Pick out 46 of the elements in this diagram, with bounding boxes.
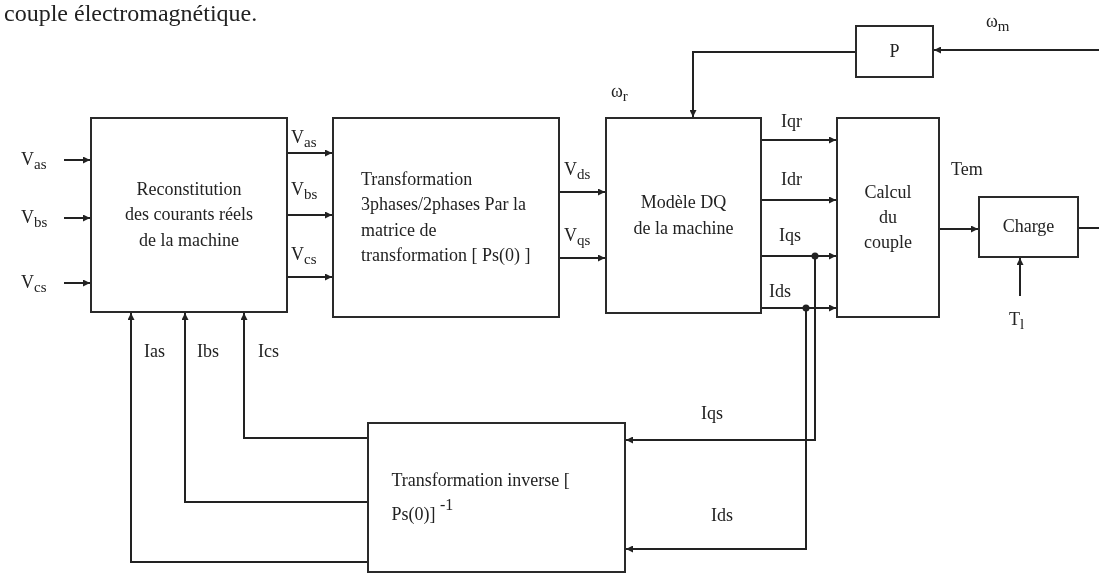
edge-label: V$_{qs}$ (563, 226, 592, 248)
arrow (127, 312, 368, 563)
arrow (559, 254, 606, 262)
edge-label: V$_{cs}$ (20, 273, 48, 295)
edge-label: T$_{l}$ (1008, 310, 1026, 332)
arrow (761, 136, 837, 144)
edge-label: Ics (257, 342, 280, 360)
edge-label: V$_{cs}$ (290, 245, 318, 267)
edge-label: Ibs (196, 342, 220, 360)
arrow (625, 255, 816, 444)
process-box: Modèle DQ de la machine (605, 117, 762, 314)
arrow (933, 46, 1099, 54)
note-text: couple électromagnétique. (4, 0, 258, 27)
arrow (689, 51, 856, 118)
edge-label: Ids (768, 282, 792, 300)
arrow (761, 196, 837, 204)
edge-label: V$_{ds}$ (563, 160, 592, 182)
edge-label: Ias (143, 342, 166, 360)
arrow (625, 307, 807, 553)
arrow (63, 156, 91, 164)
arrow (559, 188, 606, 196)
edge-label: V$_{as}$ (290, 128, 318, 150)
arrow (939, 225, 979, 233)
edge-label: Iqs (700, 404, 724, 422)
arrow (181, 312, 368, 503)
edge-label: Iqr (780, 112, 803, 130)
arrow (287, 149, 333, 157)
edge-label: Ids (710, 506, 734, 524)
process-box: Reconstitution des courants réels de la machine (90, 117, 288, 313)
process-box: Transformation 3phases/2phases Par la matrice de transformation [ Ps(0) ] (332, 117, 560, 318)
edge-label: Iqs (778, 226, 802, 244)
arrow (63, 214, 91, 222)
process-box: Calcul du couple (836, 117, 940, 318)
arrow (240, 312, 368, 439)
edge-label: Idr (780, 170, 803, 188)
arrow (1016, 257, 1024, 297)
process-box: Charge (978, 196, 1079, 258)
edge-label: Tem (950, 160, 984, 178)
arrow (287, 273, 333, 281)
process-box: P (855, 25, 934, 78)
arrow (63, 279, 91, 287)
edge-label: V$_{bs}$ (290, 180, 319, 202)
process-box: Transformation inverse [ Ps(0)] $^{-1}$ (367, 422, 626, 573)
edge-label: V$_{as}$ (20, 150, 48, 172)
arrow (287, 211, 333, 219)
edge-label: V$_{bs}$ (20, 208, 49, 230)
